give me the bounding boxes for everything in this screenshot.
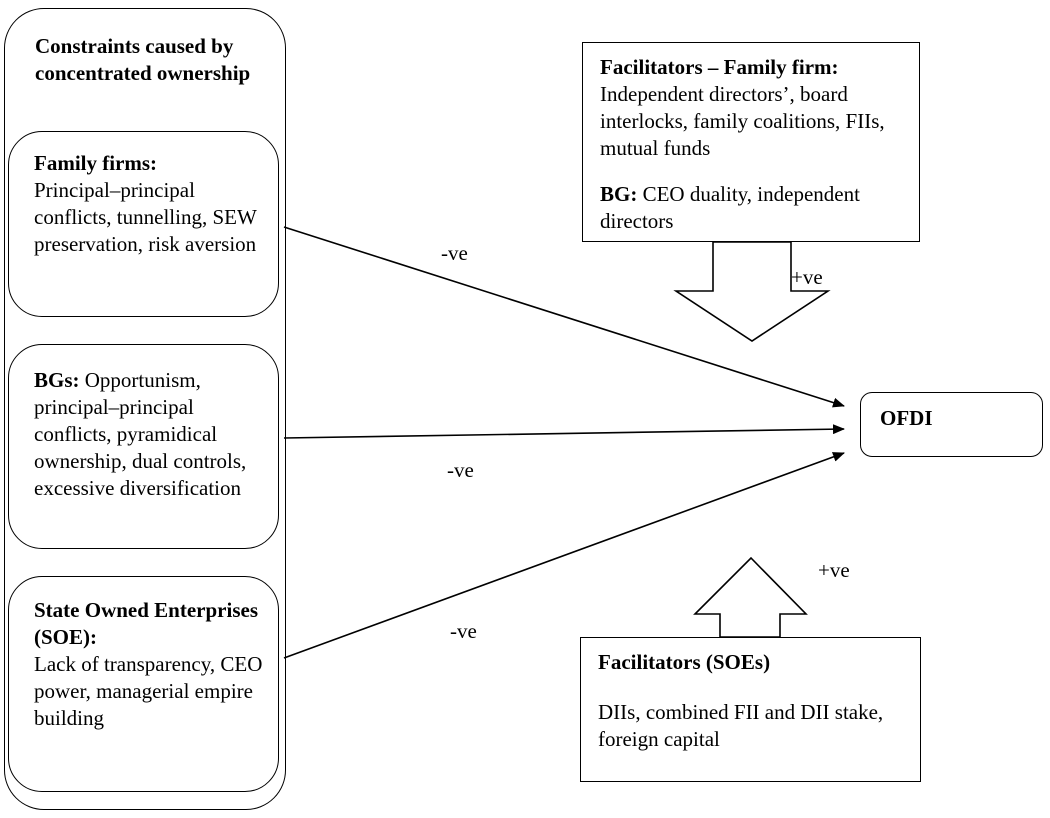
edge-label-family: -ve — [441, 241, 468, 265]
bgs-heading: BGs: — [34, 368, 80, 392]
block-arrow-down — [673, 241, 831, 342]
facilitators-bg-body: CEO duality, independent directors — [600, 182, 860, 233]
arrow-soe-to-ofdi — [283, 452, 845, 659]
soe-heading: State Owned Enterprises (SOE): — [34, 598, 258, 649]
soe-body: Lack of transparency, CEO power, manager… — [34, 652, 263, 730]
edge-label-bgs: -ve — [447, 458, 474, 482]
edge-label-fac-soe: +ve — [818, 558, 850, 582]
facilitators-family-text: Facilitators – Family firm: Independent … — [600, 54, 912, 162]
bgs-body: Opportunism, principal–principal conflic… — [34, 368, 247, 500]
constraints-title: Constraints caused by concentrated owner… — [35, 34, 251, 85]
family-firms-body: Principal–principal conflicts, tunnellin… — [34, 178, 257, 256]
ofdi-box — [860, 392, 1043, 457]
facilitators-bg-text: BG: CEO duality, independent directors — [600, 181, 912, 235]
block-arrow-up — [693, 556, 808, 638]
facilitators-soe-body: DIIs, combined FII and DII stake, foreig… — [598, 700, 884, 751]
edge-label-fac-family: +ve — [791, 265, 823, 289]
facilitators-family-box — [582, 42, 920, 242]
soe-box — [8, 576, 279, 792]
arrow-bgs-to-ofdi — [283, 424, 845, 439]
constraints-container — [4, 8, 286, 810]
family-firms-box — [8, 131, 279, 317]
ofdi-label: OFDI — [880, 406, 933, 430]
facilitators-soe-heading: Facilitators (SOEs) — [598, 650, 771, 674]
facilitators-soe-box — [580, 637, 921, 782]
soe-text: State Owned Enterprises (SOE): Lack of t… — [34, 597, 279, 732]
facilitators-family-heading: Facilitators – Family firm: — [600, 55, 839, 79]
facilitators-bg-heading: BG: — [600, 182, 638, 206]
bgs-box — [8, 344, 279, 549]
family-firms-heading: Family firms: — [34, 151, 158, 175]
facilitators-family-body: Independent directors’, board interlocks… — [600, 82, 885, 160]
family-firms-text: Family firms: Principal–principal confli… — [34, 150, 274, 258]
edge-label-soe: -ve — [450, 619, 477, 643]
bgs-text: BGs: Opportunism, principal–principal co… — [34, 367, 274, 502]
arrow-family-to-ofdi — [283, 226, 845, 408]
